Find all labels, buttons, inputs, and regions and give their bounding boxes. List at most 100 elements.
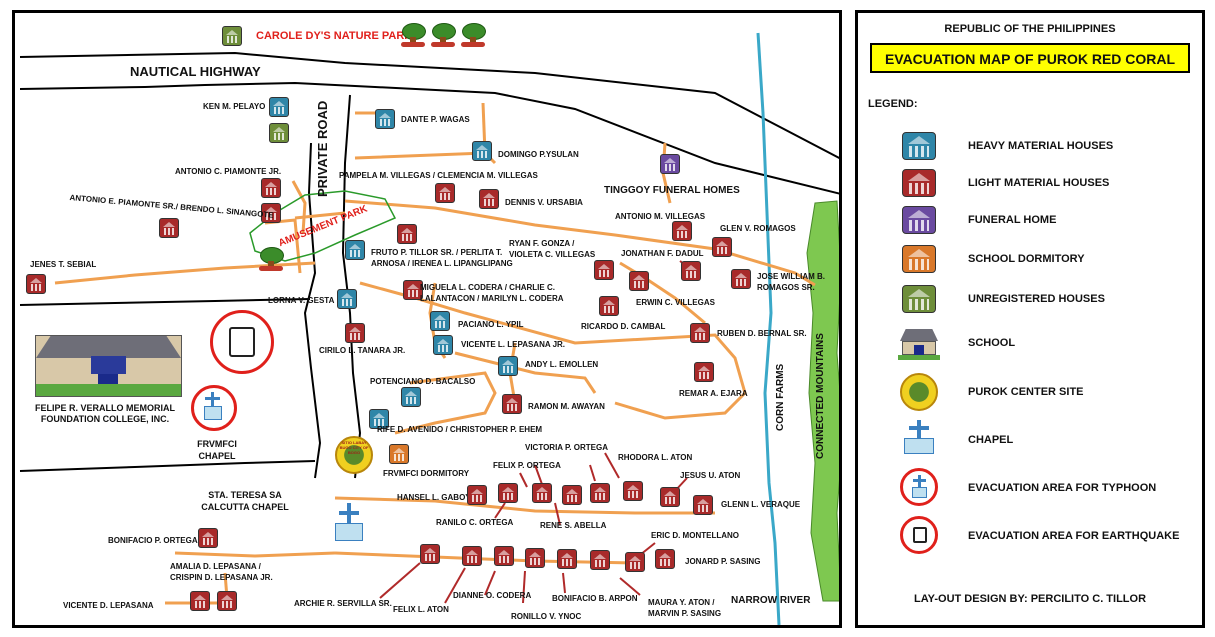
legend-item-typhoon: EVACUATION AREA FOR TYPHOON <box>898 468 1198 508</box>
legend-item-chapel: CHAPEL <box>898 420 1198 460</box>
legend-item-heavy: HEAVY MATERIAL HOUSES <box>898 130 1198 170</box>
legend-item-label: LIGHT MATERIAL HOUSES <box>968 177 1110 189</box>
legend-item-label: EVACUATION AREA FOR TYPHOON <box>968 482 1157 494</box>
resident-label: RYAN F. GONZA / VIOLETA C. VILLEGAS <box>509 239 596 259</box>
resident-label: RANILO C. ORTEGA <box>436 518 514 527</box>
layout-credit: LAY-OUT DESIGN BY: PERCILITO C. TILLOR <box>913 593 1147 605</box>
light-house-icon <box>345 323 365 343</box>
heavy-house-icon <box>472 141 492 161</box>
heavy-house-icon <box>898 130 938 164</box>
earthquake-evac-icon <box>210 310 274 374</box>
resident-label: GLENN L. VERAQUE <box>721 500 801 509</box>
resident-label: RAMON M. AWAYAN <box>528 402 605 411</box>
light-house-icon <box>462 546 482 566</box>
legend-item-earthquake: EVACUATION AREA FOR EARTHQUAKE <box>898 516 1198 556</box>
heavy-house-icon <box>337 289 357 309</box>
resident-label: HANSEL L. GABOY <box>397 493 471 502</box>
light-house-icon <box>681 261 701 281</box>
tree-icon <box>259 247 284 271</box>
light-house-icon <box>623 481 643 501</box>
light-house-icon <box>672 221 692 241</box>
evacuation-map: CAROLE DY'S NATURE PARK NAUTICAL HIGHWAY… <box>12 10 842 628</box>
funeral-house-icon <box>660 154 680 174</box>
legend-item-label: UNREGISTERED HOUSES <box>968 293 1105 305</box>
resident-label: CIRILO L. TANARA JR. <box>319 346 406 355</box>
legend-item-school: SCHOOL <box>898 327 1198 367</box>
legend-item-funeral: FUNERAL HOME <box>898 204 1198 244</box>
resident-label: FELIX P. ORTEGA <box>493 461 561 470</box>
legend-item-label: FUNERAL HOME <box>968 214 1057 226</box>
resident-label: BONIFACIO P. ORTEGA <box>108 536 198 545</box>
resident-label: MIGUELA L. CODERA / CHARLIE C. LALANTACO… <box>420 283 564 303</box>
resident-label: FRUTO P. TILLOR SR. / PERLITA T. ARNOSA … <box>371 248 513 268</box>
heavy-house-icon <box>269 97 289 117</box>
heavy-house-icon <box>430 311 450 331</box>
legend-item-light: LIGHT MATERIAL HOUSES <box>898 167 1198 207</box>
light-house-icon <box>26 274 46 294</box>
map-title: EVACUATION MAP OF PUROK RED CORAL <box>884 51 1176 67</box>
legend-label: LEGEND: <box>868 98 918 110</box>
dormitory-house-icon <box>898 243 938 277</box>
light-house-icon <box>532 483 552 503</box>
park-unregistered-house-icon <box>222 26 242 46</box>
earthquake-evac-icon <box>898 516 938 554</box>
light-house-icon <box>198 528 218 548</box>
legend-item-label: PUROK CENTER SITE <box>968 386 1084 398</box>
resident-label: RHODORA L. ATON <box>618 453 693 462</box>
light-house-icon <box>261 203 281 223</box>
legend-item-label: SCHOOL DORMITORY <box>968 253 1085 265</box>
light-house-icon <box>694 362 714 382</box>
legend-item-unregistered: UNREGISTERED HOUSES <box>898 283 1198 323</box>
legend-panel: REPUBLIC OF THE PHILIPPINES EVACUATION M… <box>855 10 1205 628</box>
light-house-icon <box>594 260 614 280</box>
legend-item-label: SCHOOL <box>968 337 1016 349</box>
light-house-icon <box>655 549 675 569</box>
legend-item-label: HEAVY MATERIAL HOUSES <box>968 140 1114 152</box>
light-house-icon <box>435 183 455 203</box>
resident-label: ERIC D. MONTELLANO <box>651 531 739 540</box>
resident-label: BONIFACIO B. ARPON <box>552 594 638 603</box>
light-house-icon <box>629 271 649 291</box>
narrow-river-label: NARROW RIVER <box>731 595 811 606</box>
resident-label: VICENTE L. LEPASANA JR. <box>461 340 566 349</box>
purok-seal-icon <box>898 373 938 411</box>
heavy-house-icon <box>375 109 395 129</box>
park-title: CAROLE DY'S NATURE PARK <box>256 30 413 42</box>
resident-label: RUBEN D. BERNAL SR. <box>717 329 807 338</box>
light-house-icon <box>562 485 582 505</box>
legend-header: REPUBLIC OF THE PHILIPPINES <box>944 23 1116 35</box>
resident-label: JESUS U. ATON <box>680 471 741 480</box>
chapel-icon <box>898 420 938 454</box>
resident-label: RIFE D. AVENIDO / CHRISTOPHER P. EHEM <box>377 425 543 434</box>
resident-label: DENNIS V. URSABIA <box>505 198 583 207</box>
resident-label: JONARD P. SASING <box>685 557 761 566</box>
heavy-house-icon <box>401 387 421 407</box>
light-house-icon <box>479 189 499 209</box>
heavy-house-icon <box>369 409 389 429</box>
legend-item-label: EVACUATION AREA FOR EARTHQUAKE <box>968 530 1180 542</box>
resident-label: ANTONIO M. VILLEGAS <box>615 212 706 221</box>
typhoon-evac-icon <box>898 468 938 506</box>
resident-label: DANTE P. WAGAS <box>401 115 470 124</box>
resident-label: PACIANO L. YPIL <box>458 320 524 329</box>
unregistered-house-icon <box>269 123 289 143</box>
light-house-icon <box>557 549 577 569</box>
legend-item-label: CHAPEL <box>968 434 1014 446</box>
typhoon-evac-icon <box>191 385 237 431</box>
resident-label: RONILLO V. YNOC <box>511 612 582 621</box>
light-house-icon <box>261 178 281 198</box>
light-house-icon <box>502 394 522 414</box>
resident-label: DOMINGO P.YSULAN <box>498 150 579 159</box>
light-house-icon <box>403 280 423 300</box>
resident-label: JOSE WILLIAM B. ROMAGOS SR. <box>757 272 825 292</box>
resident-label: ARCHIE R. SERVILLA SR. <box>294 599 392 608</box>
light-house-icon <box>190 591 210 611</box>
resident-label: VICTORIA P. ORTEGA <box>525 443 608 452</box>
dormitory-label: FRVMFCI DORMITORY <box>383 469 470 478</box>
corn-farms-label: CORN FARMS <box>775 363 786 431</box>
light-house-icon <box>625 552 645 572</box>
light-house-icon <box>712 237 732 257</box>
light-house-icon <box>217 591 237 611</box>
resident-label: REMAR A. EJARA <box>679 389 748 398</box>
nautical-highway-label: NAUTICAL HIGHWAY <box>130 64 261 79</box>
